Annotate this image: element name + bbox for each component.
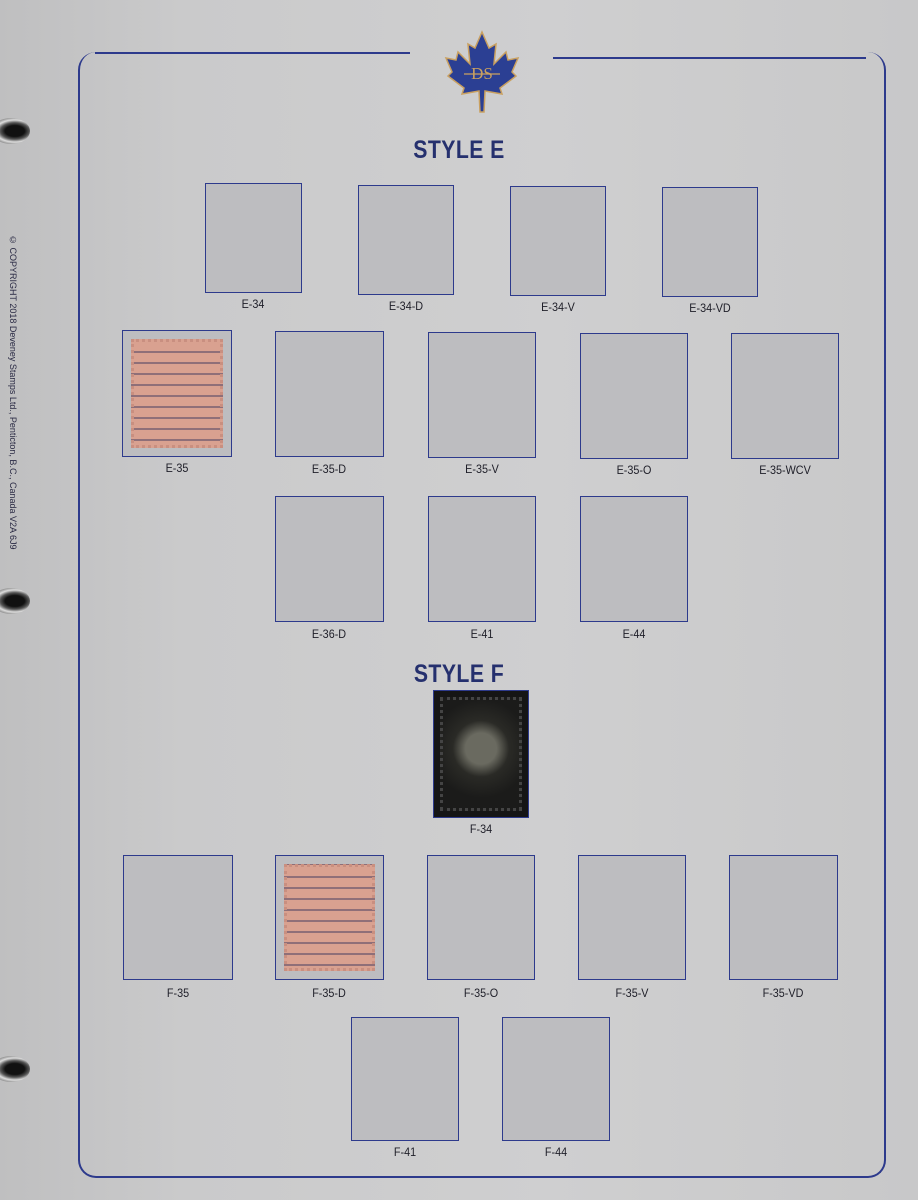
slot-label: F-44 xyxy=(544,1145,568,1159)
stamp-slot-filled[interactable] xyxy=(122,330,232,457)
slot-label: E-34-VD xyxy=(689,301,731,315)
stamp-slot-filled[interactable] xyxy=(433,690,529,818)
stamp-pink xyxy=(284,864,375,971)
stamp-slot[interactable] xyxy=(662,187,758,297)
stamp-slot[interactable] xyxy=(428,496,536,622)
slot-label: E-44 xyxy=(622,627,646,641)
stamp-slot[interactable] xyxy=(502,1017,610,1141)
section-title-style-f: STYLE F xyxy=(413,660,505,688)
binder-ring xyxy=(0,1056,30,1082)
slot-label: F-35-VD xyxy=(762,986,804,1000)
slot-label: F-35-D xyxy=(312,986,346,1000)
slot-label: E-35-WCV xyxy=(759,463,811,477)
slot-label: E-41 xyxy=(470,627,494,641)
page-border xyxy=(78,52,886,1178)
slot-label: F-41 xyxy=(393,1145,417,1159)
section-title-style-e: STYLE E xyxy=(413,136,505,164)
slot-label: E-34-V xyxy=(541,300,575,314)
slot-label: F-35-V xyxy=(615,986,649,1000)
stamp-slot[interactable] xyxy=(729,855,838,980)
slot-label: E-35-V xyxy=(465,462,499,476)
stamp-slot[interactable] xyxy=(427,855,535,980)
stamp-slot[interactable] xyxy=(351,1017,459,1141)
slot-label: F-34 xyxy=(469,822,493,836)
stamp-slot[interactable] xyxy=(510,186,606,296)
binder-ring xyxy=(0,588,30,614)
stamp-slot[interactable] xyxy=(731,333,839,459)
slot-label: E-36-D xyxy=(311,627,347,641)
stamp-slot[interactable] xyxy=(275,331,384,457)
slot-label: E-35-D xyxy=(311,462,347,476)
stamp-slot[interactable] xyxy=(580,496,688,622)
stamp-slot[interactable] xyxy=(578,855,686,980)
stamp-slot[interactable] xyxy=(358,185,454,295)
slot-label: F-35 xyxy=(166,986,190,1000)
slot-label: E-34 xyxy=(241,297,265,311)
slot-label: F-35-O xyxy=(463,986,499,1000)
copyright-text: © COPYRIGHT 2018 Deveney Stamps Ltd., Pe… xyxy=(8,235,18,550)
stamp-slot-filled[interactable] xyxy=(275,855,384,980)
slot-label: E-35 xyxy=(165,461,189,475)
border-top-left xyxy=(95,52,410,54)
slot-label: E-34-D xyxy=(388,299,424,313)
slot-label: E-35-O xyxy=(616,463,652,477)
stamp-slot[interactable] xyxy=(428,332,536,458)
binder-ring xyxy=(0,118,30,144)
stamp-slot[interactable] xyxy=(580,333,688,459)
stamp-slot[interactable] xyxy=(275,496,384,622)
stamp-slot[interactable] xyxy=(205,183,302,293)
border-top-right xyxy=(553,57,866,59)
stamp-black xyxy=(440,697,522,811)
stamp-pink xyxy=(131,339,223,448)
stamp-slot[interactable] xyxy=(123,855,233,980)
maple-leaf-logo: DS xyxy=(444,30,520,113)
